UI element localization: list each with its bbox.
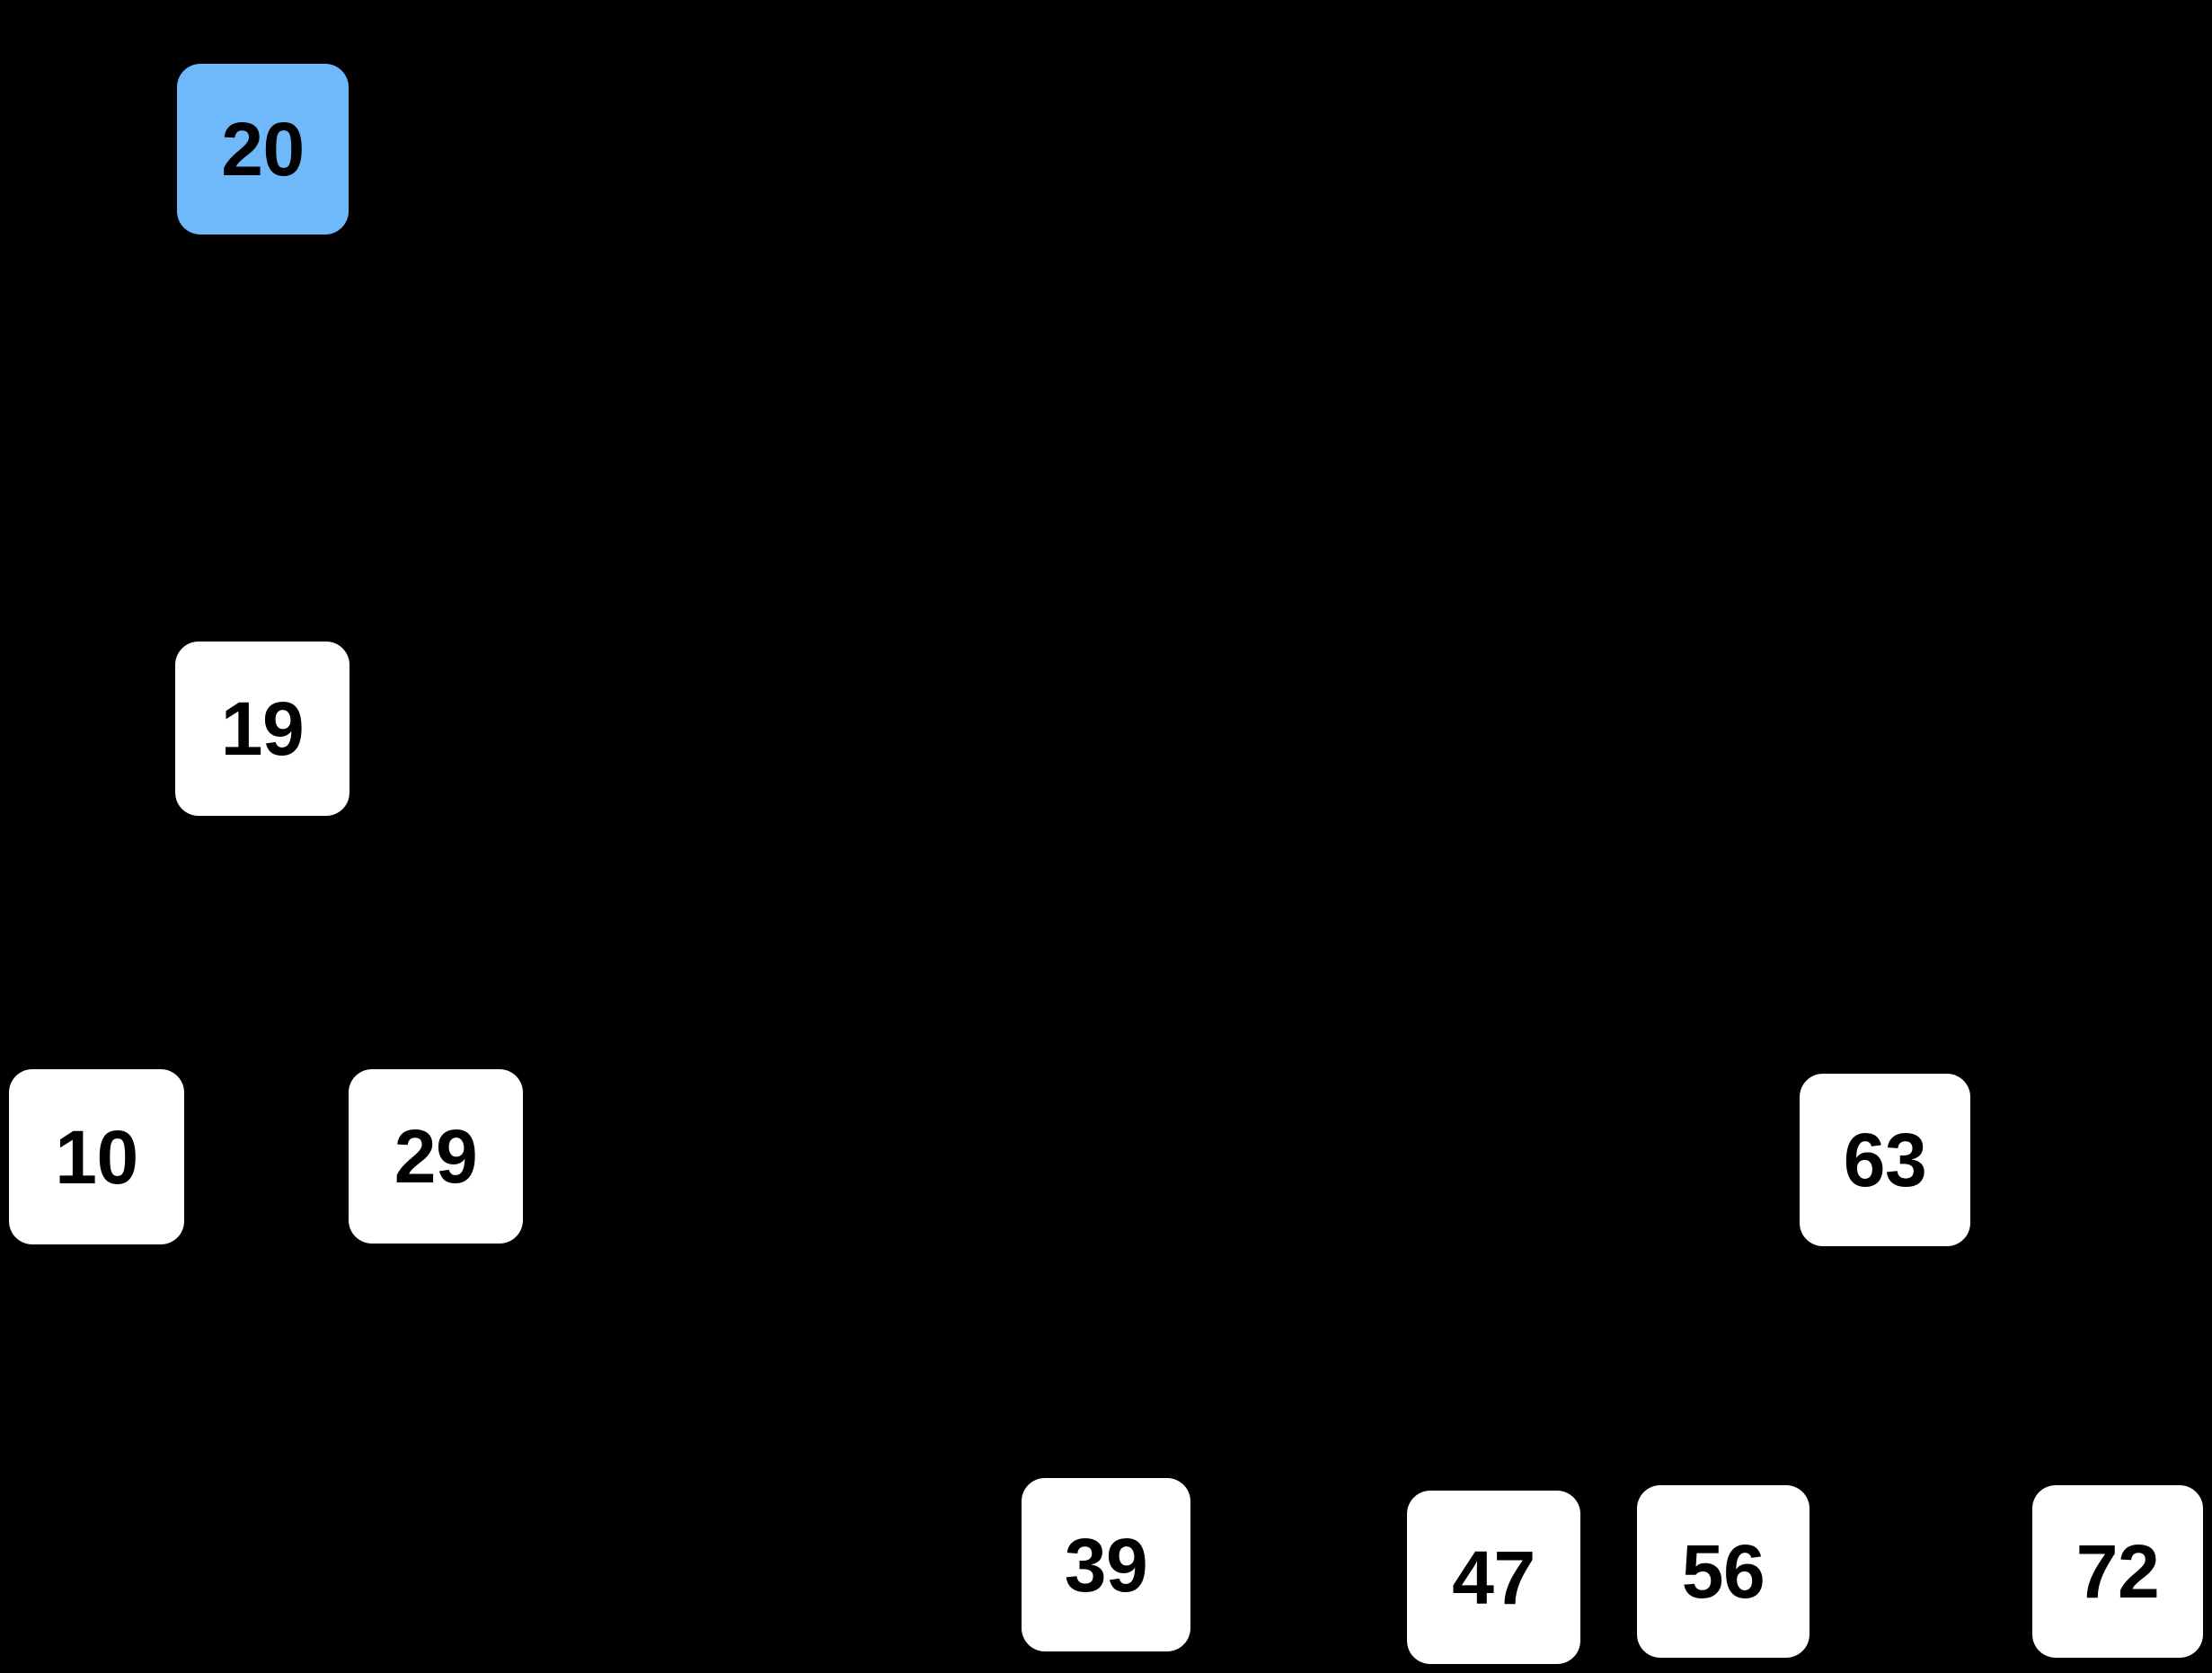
tree-node-label: 20 — [221, 107, 305, 191]
tree-node-39[interactable]: 39 — [1022, 1478, 1190, 1651]
tree-node-label: 47 — [1452, 1535, 1535, 1620]
tree-edge — [435, 1154, 1886, 1163]
tree-node-63[interactable]: 63 — [1800, 1074, 1970, 1246]
tree-node-72[interactable]: 72 — [2032, 1485, 2203, 1658]
tree-node-10[interactable]: 10 — [9, 1069, 184, 1244]
tree-node-label: 29 — [394, 1114, 478, 1199]
tree-node-label: 39 — [1064, 1522, 1148, 1607]
tree-node-47[interactable]: 47 — [1407, 1491, 1580, 1664]
tree-node-29[interactable]: 29 — [349, 1069, 523, 1244]
tree-node-label: 63 — [1843, 1118, 1927, 1202]
tree-node-label: 10 — [55, 1114, 138, 1199]
tree-node-20[interactable]: 20 — [177, 64, 349, 235]
tree-node-19[interactable]: 19 — [175, 642, 349, 816]
tree-node-label: 72 — [2075, 1529, 2160, 1614]
tree-node-label: 56 — [1681, 1529, 1765, 1614]
tree-node-label: 19 — [220, 686, 305, 771]
tree-node-56[interactable]: 56 — [1637, 1485, 1809, 1658]
